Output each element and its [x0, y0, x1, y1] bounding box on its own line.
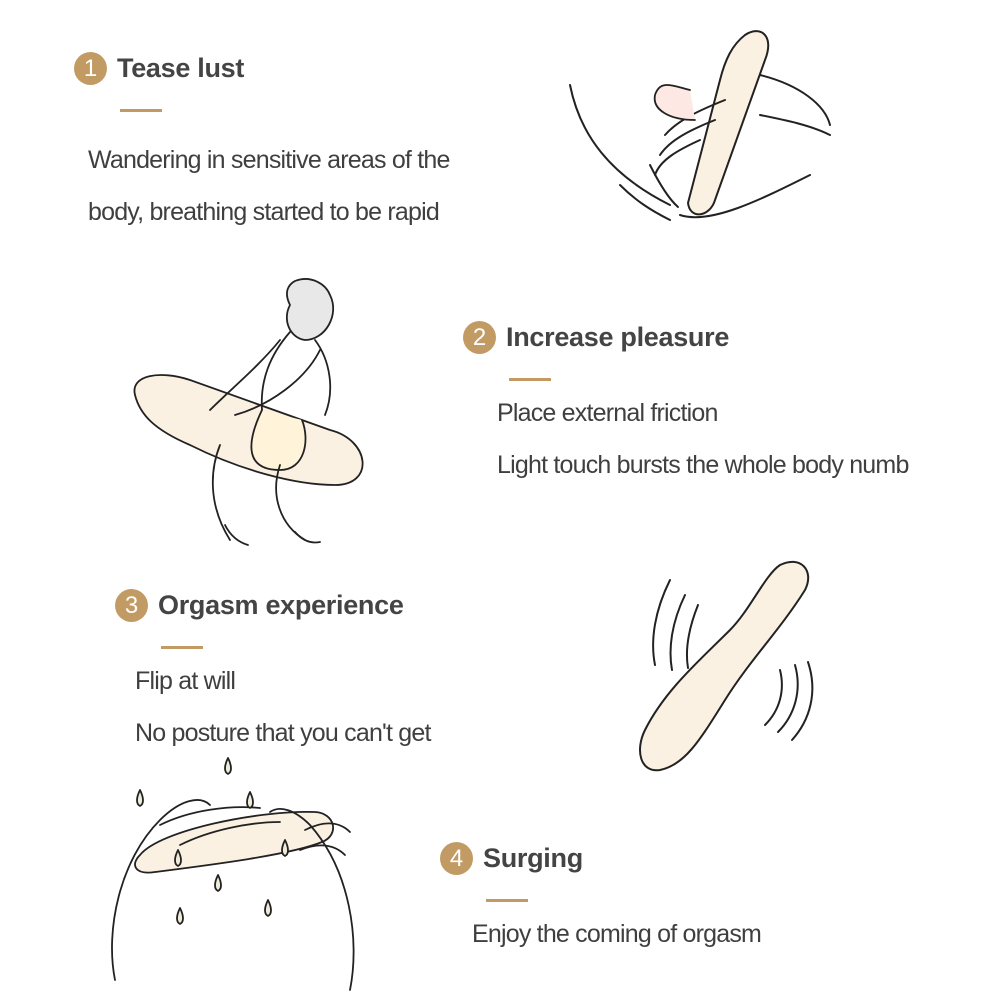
step-description-line: body, breathing started to be rapid: [88, 198, 440, 226]
hands-with-drops-illustration: [100, 750, 390, 995]
step-surging: 4 Surging Enjoy the coming of orgasm: [440, 842, 762, 960]
step-number-badge: 2: [463, 321, 496, 354]
step-description-line: No posture that you can't get: [135, 719, 431, 747]
step-divider: [120, 109, 162, 112]
step-description-line: Wandering in sensitive areas of the: [88, 146, 450, 174]
step-tease-lust: 1 Tease lust Wandering in sensitive area…: [74, 52, 450, 238]
step-divider: [486, 899, 528, 902]
step-description-line: Enjoy the coming of orgasm: [472, 920, 762, 948]
step-divider: [509, 378, 551, 381]
step-title: Tease lust: [117, 53, 245, 83]
step-header: 1 Tease lust: [74, 52, 450, 85]
step-description-line: Place external friction: [497, 399, 718, 427]
step-number-badge: 1: [74, 52, 107, 85]
woman-sitting-on-product-illustration: [130, 270, 380, 550]
step-description: Flip at will No posture that you can't g…: [135, 655, 431, 759]
step-orgasm-experience: 3 Orgasm experience Flip at will No post…: [115, 589, 431, 759]
step-title: Surging: [483, 843, 583, 873]
step-header: 3 Orgasm experience: [115, 589, 431, 622]
step-header: 4 Surging: [440, 842, 761, 875]
step-number-badge: 3: [115, 589, 148, 622]
step-description: Place external friction Light touch burs…: [497, 387, 909, 491]
hand-holding-product-illustration: [560, 25, 860, 235]
vibrating-product-illustration: [630, 550, 830, 780]
step-number-badge: 4: [440, 842, 473, 875]
step-title: Increase pleasure: [506, 322, 730, 352]
step-header: 2 Increase pleasure: [463, 321, 909, 354]
step-divider: [161, 646, 203, 649]
step-description-line: Light touch bursts the whole body numb: [497, 451, 909, 479]
step-title: Orgasm experience: [158, 590, 404, 620]
step-description: Wandering in sensitive areas of the body…: [88, 134, 450, 238]
step-description-line: Flip at will: [135, 667, 236, 695]
step-increase-pleasure: 2 Increase pleasure Place external frict…: [463, 321, 909, 491]
step-description: Enjoy the coming of orgasm: [472, 908, 762, 960]
